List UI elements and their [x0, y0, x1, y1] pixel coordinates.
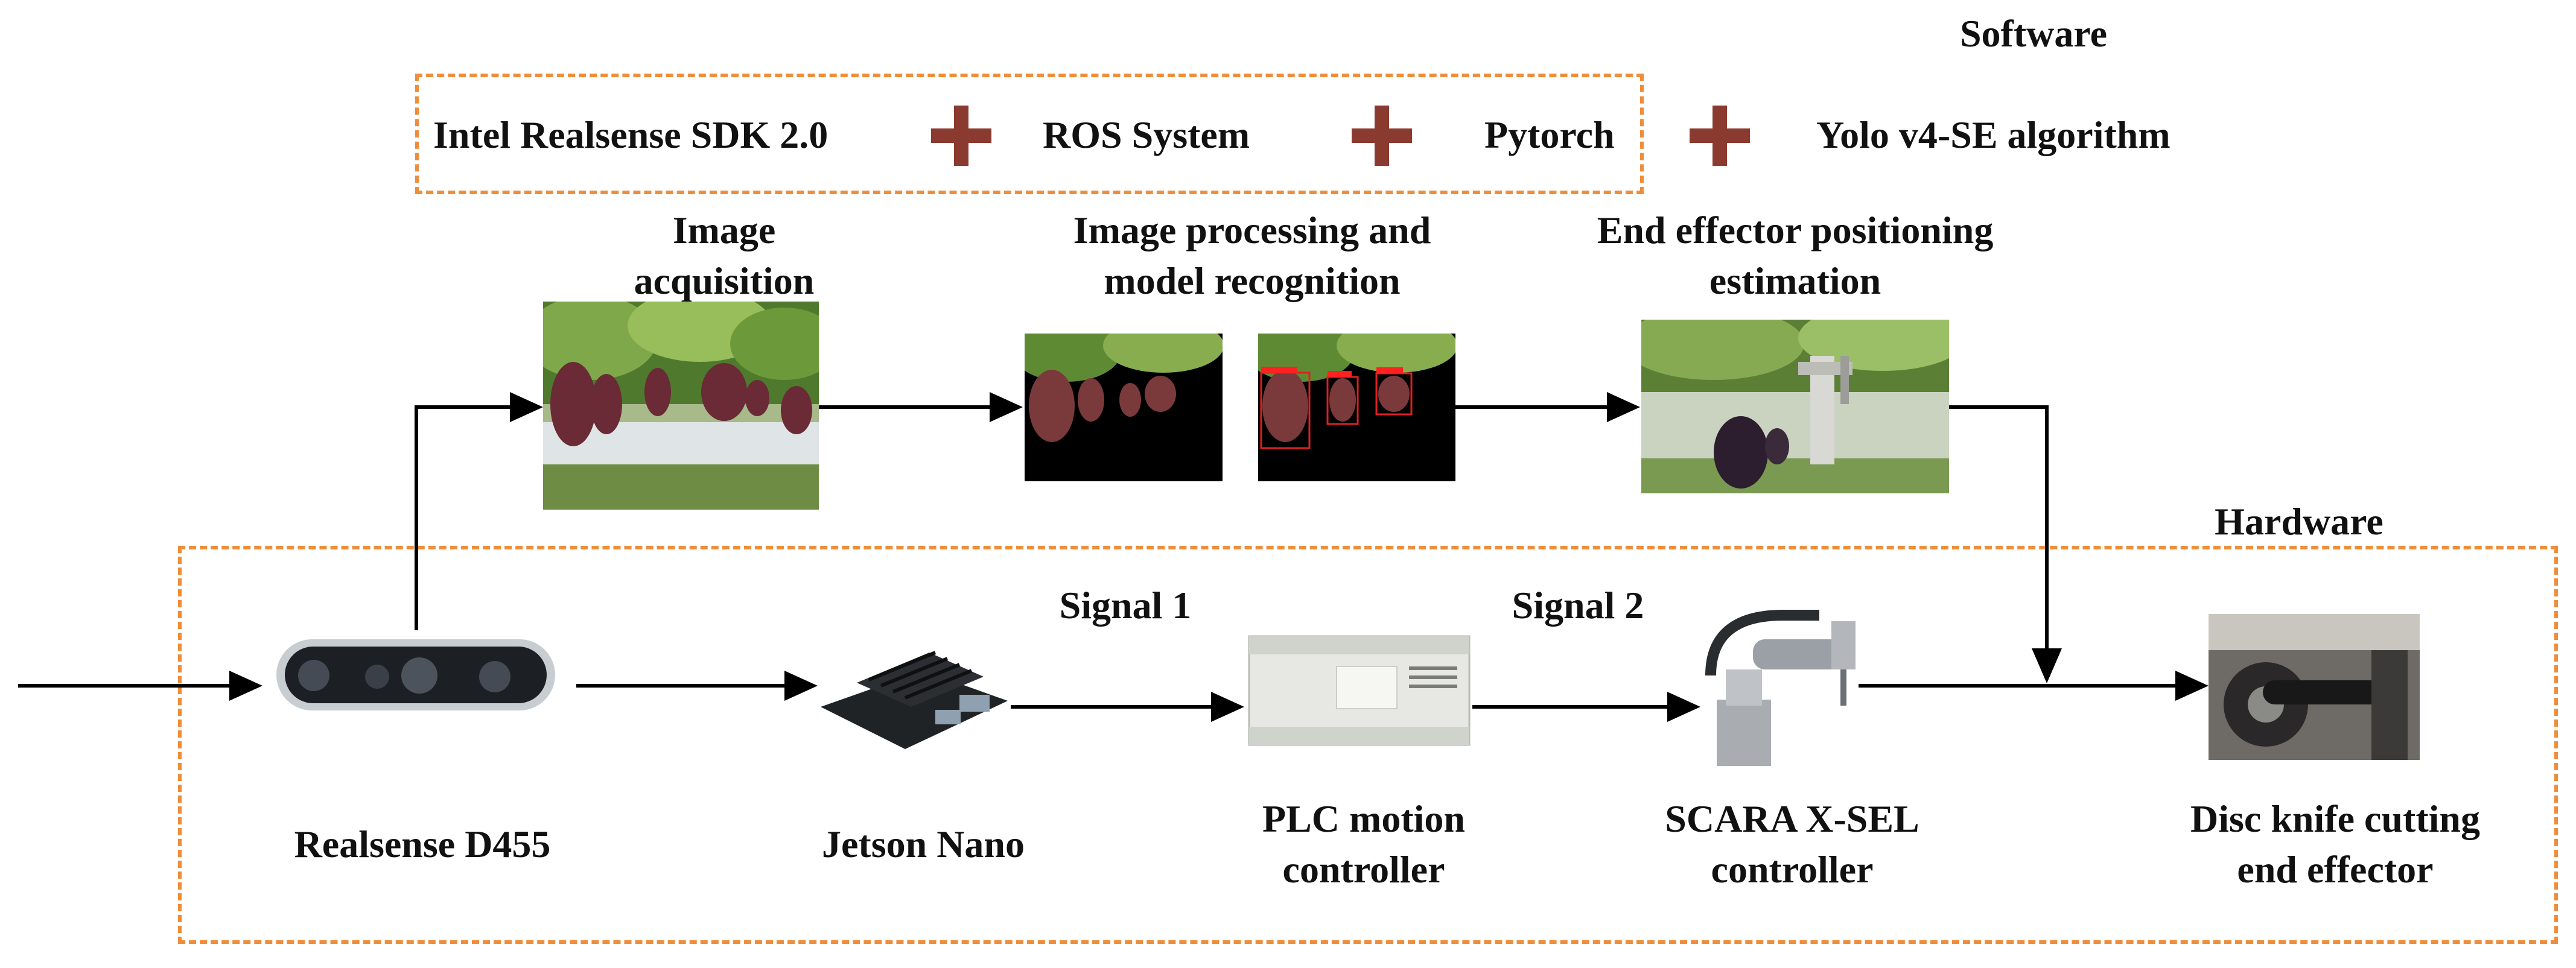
hardware-title: Hardware — [2215, 500, 2384, 543]
arrowhead — [2175, 671, 2209, 701]
hardware-box — [178, 546, 2558, 944]
device-label-effector: Disc knife cutting end effector — [2190, 797, 2480, 891]
arrowhead — [990, 392, 1023, 422]
device-label-scara: SCARA X-SEL controller — [1665, 797, 1919, 891]
device-label-plc: PLC motion controller — [1262, 797, 1465, 891]
arrowhead — [1607, 392, 1640, 422]
device-label-camera: Realsense D455 — [294, 823, 551, 865]
signal-2-label: Signal 2 — [1512, 584, 1644, 627]
arrowhead — [784, 671, 818, 701]
arrowhead — [1667, 692, 1700, 722]
scara-robot-icon — [1699, 603, 1868, 772]
grape-photo-segmented — [1025, 334, 1223, 481]
arrowhead — [229, 671, 262, 701]
grape-photo-acquisition — [543, 302, 819, 510]
plc-controller-icon — [1246, 630, 1472, 748]
software-box — [415, 74, 1644, 194]
stage-label-processing: Image processing and model recognition — [1073, 209, 1431, 302]
device-label-jetson: Jetson Nano — [821, 823, 1025, 865]
depth-camera-icon — [272, 627, 561, 724]
grape-photo-end-effector — [1641, 320, 1949, 493]
stage-label-positioning: End effector positioning estimation — [1597, 209, 1994, 302]
software-item-yolo: Yolo v4-SE algorithm — [1816, 113, 2171, 156]
software-title: Software — [1959, 12, 2108, 55]
arrow-positioning-to-effector — [1949, 405, 2049, 648]
arrowhead — [2032, 648, 2062, 683]
signal-1-label: Signal 1 — [1059, 584, 1192, 627]
software-item-ros: ROS System — [1043, 113, 1250, 156]
arrowhead — [510, 392, 543, 422]
software-item-realsense-sdk: Intel Realsense SDK 2.0 — [433, 113, 828, 156]
arrowhead — [1211, 692, 1244, 722]
stage-label-acquisition: Image acquisition — [634, 209, 815, 302]
grape-photo-detected — [1258, 334, 1455, 481]
plus-icon — [1352, 106, 1412, 166]
disc-knife-icon — [2209, 614, 2420, 760]
plus-icon — [1690, 106, 1750, 166]
jetson-board-icon — [815, 610, 1014, 764]
arrow-camera-to-acquisition — [415, 405, 513, 630]
software-item-pytorch: Pytorch — [1484, 113, 1615, 156]
plus-icon — [931, 106, 991, 166]
